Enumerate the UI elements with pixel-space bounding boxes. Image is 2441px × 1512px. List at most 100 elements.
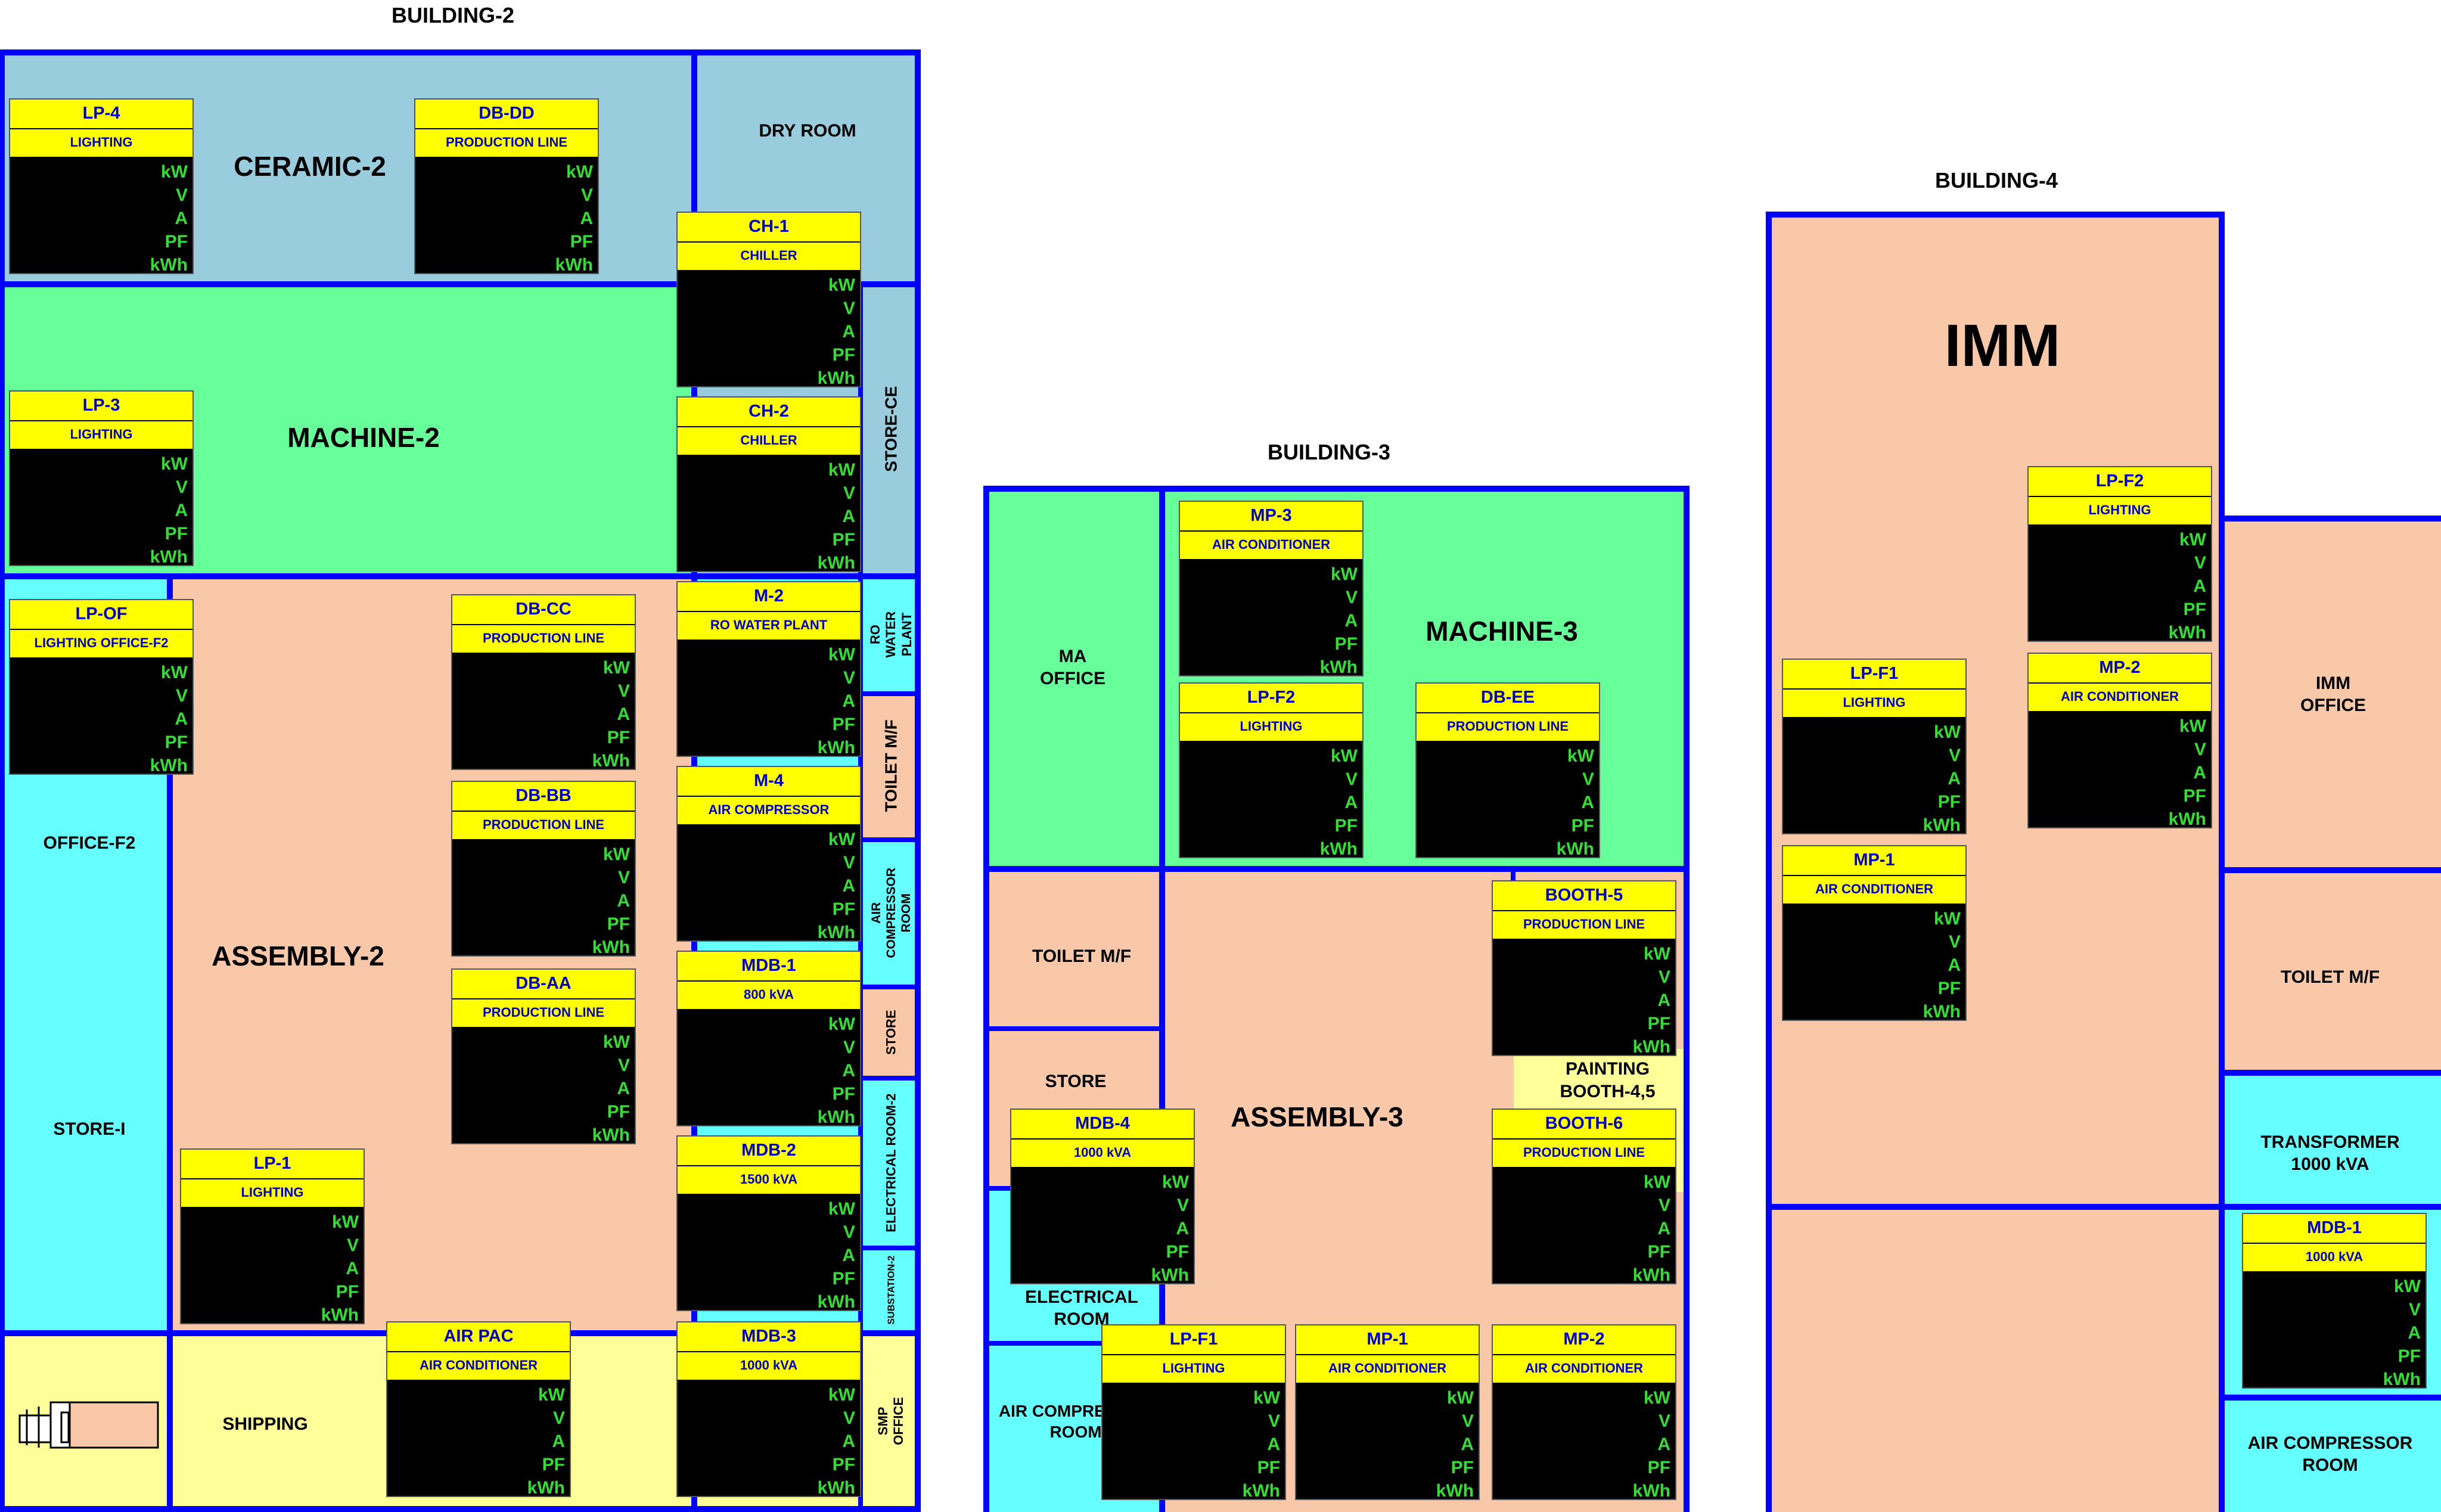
substation-2-label: SUBSTATION-2 <box>886 1256 896 1325</box>
unit-kw: kW <box>161 162 188 182</box>
assembly-2-label: ASSEMBLY-2 <box>212 940 384 972</box>
unit-pf: PF <box>1937 792 1961 812</box>
air-compressor-room-b4-label: AIR COMPRESSOR ROOM <box>2247 1433 2413 1476</box>
unit-pf: PF <box>1451 1458 1474 1477</box>
wall <box>1159 486 1165 1512</box>
meter-name: LP-1 <box>181 1150 364 1179</box>
unit-kwh: kWh <box>150 255 188 275</box>
unit-v: V <box>843 299 855 318</box>
unit-kw: kW <box>538 1385 565 1405</box>
unit-v: V <box>1582 769 1594 789</box>
unit-pf: PF <box>607 1102 630 1122</box>
unit-v: V <box>1345 588 1358 607</box>
unit-pf: PF <box>1334 816 1358 836</box>
unit-kwh: kWh <box>817 1292 855 1312</box>
store-b2-label: STORE <box>883 1010 899 1055</box>
unit-kw: kW <box>828 1199 855 1219</box>
toilet-b3-room <box>986 870 1162 1028</box>
meter-name: LP-3 <box>10 392 192 421</box>
wall <box>2219 516 2441 521</box>
meter-type: LIGHTING <box>1783 690 1965 718</box>
unit-kw: kW <box>2179 716 2206 736</box>
unit-kw: kW <box>1447 1388 1474 1408</box>
unit-a: A <box>842 691 855 711</box>
unit-pf: PF <box>2397 1346 2421 1366</box>
unit-kwh: kWh <box>1242 1481 1280 1501</box>
meter-type: LIGHTING <box>1103 1355 1285 1384</box>
unit-v: V <box>1658 1196 1670 1215</box>
unit-v: V <box>175 477 188 497</box>
electrical-room-b3-label: ELECTRICAL ROOM <box>1025 1287 1138 1330</box>
unit-pf: PF <box>2183 600 2206 619</box>
unit-kw: kW <box>828 1014 855 1034</box>
meter-name: BOOTH-6 <box>1493 1110 1675 1140</box>
meter-type: PRODUCTION LINE <box>452 999 635 1028</box>
toilet-b3-label: TOILET M/F <box>1032 946 1132 967</box>
painting-booth-label: PAINTING BOOTH-4,5 <box>1560 1059 1656 1101</box>
unit-kw: kW <box>603 1032 630 1052</box>
meter-name: DB-CC <box>452 595 635 625</box>
imm-office-room <box>2222 519 2441 870</box>
unit-a: A <box>1581 793 1594 812</box>
unit-pf: PF <box>1334 634 1358 654</box>
unit-pf: PF <box>570 232 593 252</box>
unit-a: A <box>346 1259 359 1278</box>
wall <box>0 49 5 1512</box>
meter-name: DB-EE <box>1417 684 1599 713</box>
unit-pf: PF <box>1647 1014 1670 1033</box>
machine-3-label: MACHINE-3 <box>1426 616 1578 647</box>
wall <box>858 837 921 842</box>
unit-a: A <box>617 891 630 911</box>
unit-v: V <box>843 853 855 873</box>
ma-office-label: MA OFFICE <box>1040 646 1105 689</box>
ceramic-2-label: CERAMIC-2 <box>234 151 386 182</box>
meter-type: PRODUCTION LINE <box>1493 911 1675 940</box>
store-b3-label: STORE <box>1045 1072 1107 1092</box>
machine-2-label: MACHINE-2 <box>287 422 440 454</box>
meter-name: LP-4 <box>10 100 192 129</box>
unit-pf: PF <box>2183 786 2206 806</box>
unit-kwh: kWh <box>1923 1002 1961 1022</box>
wall <box>915 49 921 1512</box>
meter-type: CHILLER <box>678 243 860 271</box>
unit-kwh: kWh <box>150 547 188 567</box>
toilet-b2-room <box>858 694 921 837</box>
store-ce-label: STORE-CE <box>881 386 900 473</box>
meter-type: LIGHTING <box>1180 713 1362 742</box>
unit-kwh: kWh <box>817 923 855 942</box>
electrical-room-2-label: ELECTRICAL ROOM-2 <box>883 1093 899 1232</box>
meter-type: PRODUCTION LINE <box>415 129 598 158</box>
unit-kwh: kWh <box>817 1107 855 1127</box>
unit-kwh: kWh <box>2383 1370 2421 1389</box>
